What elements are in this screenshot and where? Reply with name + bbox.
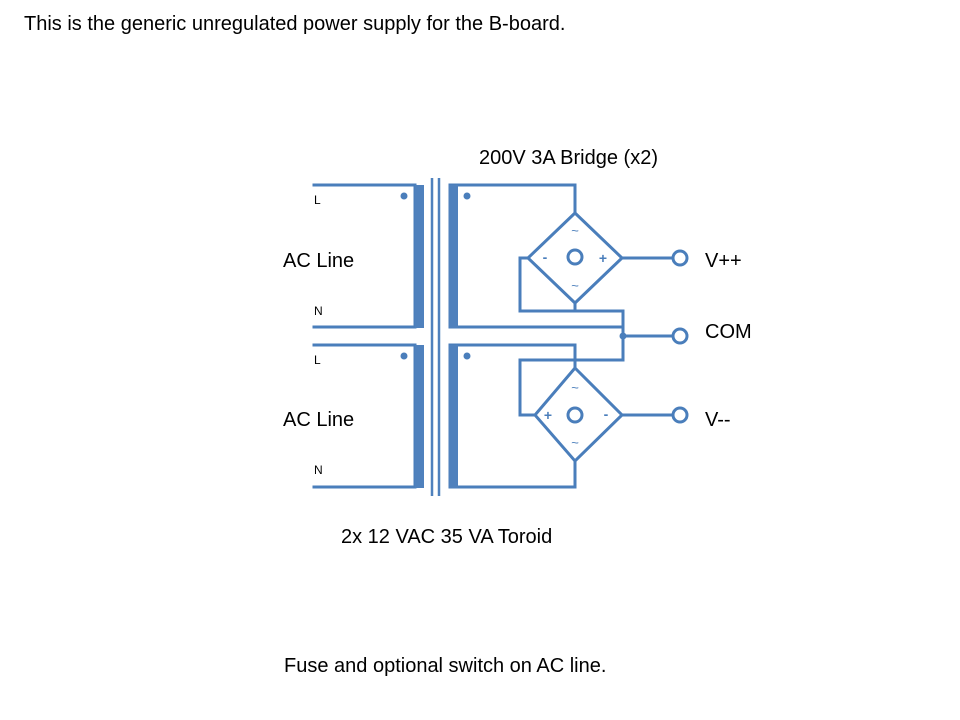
intro-text: This is the generic unregulated power su… — [24, 13, 566, 35]
footer-note: Fuse and optional switch on AC line. — [284, 655, 607, 677]
polarity-dot — [400, 192, 408, 200]
primary-1-label: AC Line — [283, 250, 355, 272]
bridge-1-negative-wire — [518, 256, 625, 338]
output-terminal-negative — [671, 406, 689, 424]
bridge-1-plus-symbol: + — [599, 250, 607, 266]
bridge-1-ac-symbol-bottom: ~ — [571, 278, 579, 293]
bridge-2-minus-symbol: - — [604, 406, 609, 422]
output-negative-label: V-- — [705, 409, 731, 431]
primary-core-2 — [415, 345, 424, 488]
transformer-label: 2x 12 VAC 35 VA Toroid — [341, 526, 553, 548]
primary-1-line-terminal: L — [314, 193, 321, 207]
bridge-2-ac-symbol-bottom: ~ — [571, 435, 579, 450]
secondary-core-2 — [449, 345, 458, 488]
output-positive-label: V++ — [705, 250, 742, 272]
secondary-core-1 — [449, 185, 458, 328]
bridge-2-plus-symbol: + — [544, 407, 552, 423]
bridge-2-positive-wire — [518, 334, 625, 417]
bridge-2-ac-symbol-top: ~ — [571, 380, 579, 395]
junction-dot — [619, 332, 627, 340]
bridge-2-center-circle — [566, 406, 584, 424]
output-terminal-positive — [671, 249, 689, 267]
primary-2-neutral-terminal: N — [314, 463, 323, 477]
primary-core-1 — [415, 185, 424, 328]
primary-2-label: AC Line — [283, 409, 355, 431]
output-common-label: COM — [705, 321, 752, 343]
polarity-dot — [463, 352, 471, 360]
primary-2-line-terminal: L — [314, 353, 321, 367]
polarity-dot — [400, 352, 408, 360]
bridge-1-minus-symbol: - — [543, 249, 548, 265]
polarity-dot — [463, 192, 471, 200]
primary-1-neutral-terminal: N — [314, 304, 323, 318]
output-terminal-common — [671, 327, 689, 345]
bridge-1-center-circle — [566, 248, 584, 266]
bridge-label: 200V 3A Bridge (x2) — [479, 147, 658, 169]
bridge-1-ac-symbol-top: ~ — [571, 223, 579, 238]
